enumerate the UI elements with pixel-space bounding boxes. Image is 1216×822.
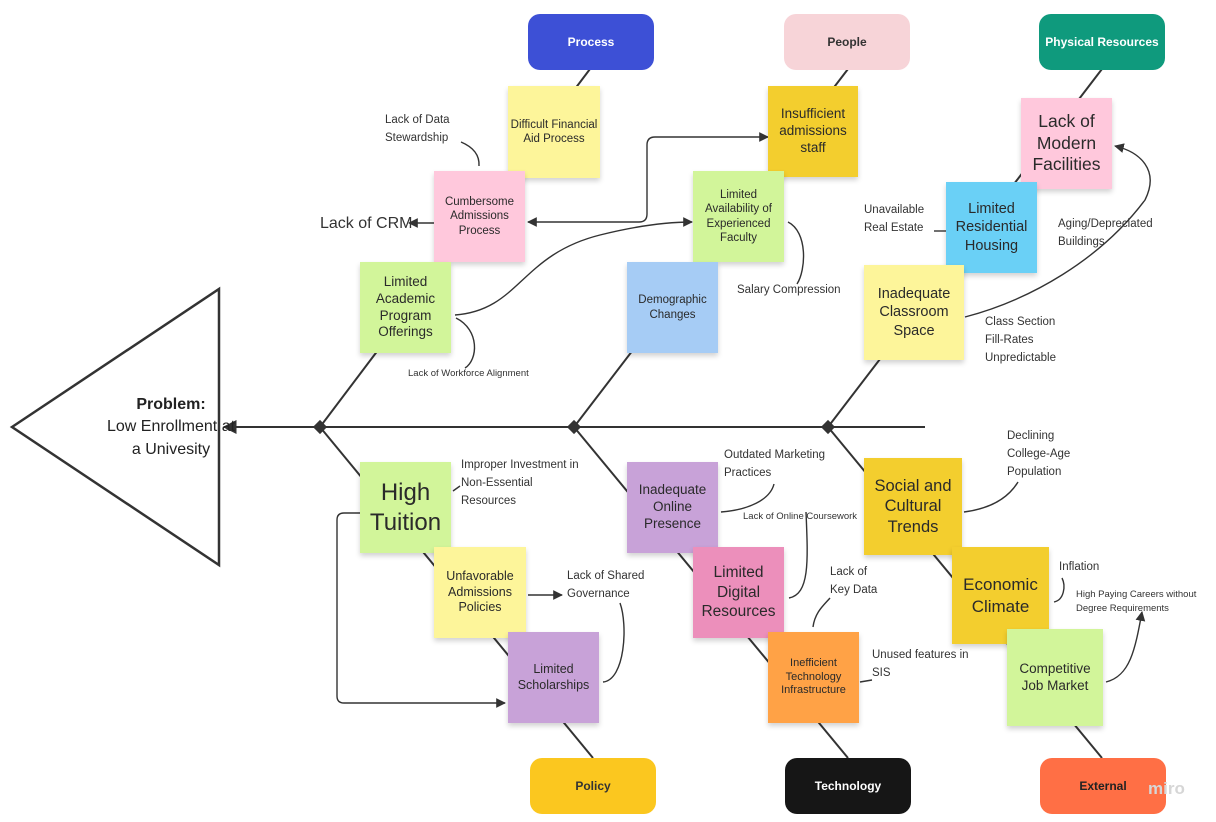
label-high-paying-careers: High Paying Careers without Degree Requi… [1076, 589, 1197, 614]
joint-diamond [820, 419, 836, 435]
connector-workforce [455, 317, 476, 369]
label-lack-crm: Lack of CRM [320, 215, 413, 232]
connector-salary [787, 221, 805, 285]
label-lack-online-coursework: Lack of Online Coursework [743, 511, 858, 522]
label-lack-workforce-alignment: Lack of Workforce Alignment [408, 368, 529, 379]
label-lack-data-stewardship: Lack of Data Stewardship [385, 114, 450, 144]
category-technology[interactable]: Technology [785, 758, 911, 814]
label-inflation: Inflation [1059, 561, 1100, 573]
sticky-high-tuition[interactable]: High Tuition [360, 462, 451, 553]
category-people[interactable]: People [784, 14, 910, 70]
sticky-inadequate-classroom-space[interactable]: Inadequate Classroom Space [864, 265, 964, 360]
connector-scholarships-gov [602, 602, 625, 683]
connector-aging [964, 143, 1151, 318]
problem-line-1: Low Enrollment at [106, 418, 236, 436]
label-unavailable-real-estate: Unavailable Real Estate [864, 204, 925, 234]
sticky-economic-climate[interactable]: Economic Climate [952, 547, 1049, 644]
label-outdated-marketing: Outdated Marketing Practices [724, 449, 826, 479]
connector-investment [452, 485, 461, 492]
connector-key-data [812, 597, 831, 628]
sticky-difficult-financial-aid[interactable]: Difficult Financial Aid Process [508, 86, 600, 178]
connector-programs-faculty [454, 217, 693, 316]
sticky-insufficient-admissions-staff[interactable]: Insufficient admissions staff [768, 86, 858, 177]
label-lack-shared-governance: Lack of Shared Governance [567, 570, 645, 600]
connector-population [963, 481, 1019, 513]
problem-heading: Problem: [136, 396, 206, 413]
connector-careers [1105, 611, 1146, 683]
sticky-demographic-changes[interactable]: Demographic Changes [627, 262, 718, 353]
connector-inflation [1053, 577, 1065, 603]
category-policy[interactable]: Policy [530, 758, 656, 814]
category-process[interactable]: Process [528, 14, 654, 70]
label-unused-features-sis: Unused features in SIS [872, 649, 969, 679]
joint-diamond [312, 419, 328, 435]
label-class-section-fill-rates: Class Section Fill-Rates Unpredictable [985, 316, 1056, 364]
category-physical-resources[interactable]: Physical Resources [1039, 14, 1165, 70]
sticky-limited-academic-programs[interactable]: Limited Academic Program Offerings [360, 262, 451, 353]
sticky-social-cultural-trends[interactable]: Social and Cultural Trends [864, 458, 962, 555]
sticky-lack-modern-facilities[interactable]: Lack of Modern Facilities [1021, 98, 1112, 189]
sticky-limited-scholarships[interactable]: Limited Scholarships [508, 632, 599, 723]
problem-statement: Problem: Low Enrollment at a Univesity [60, 394, 282, 461]
label-lack-key-data: Lack of Key Data [830, 566, 878, 596]
connector-tuition-scholarships [336, 512, 506, 708]
sticky-unfavorable-admissions-policies[interactable]: Unfavorable Admissions Policies [434, 547, 526, 638]
sticky-cumbersome-admissions[interactable]: Cumbersome Admissions Process [434, 171, 525, 262]
connector-unused [859, 679, 873, 683]
connector-online-coursework [788, 511, 808, 599]
label-aging-buildings: Aging/Depreciated Buildings [1058, 218, 1153, 248]
sticky-inefficient-technology[interactable]: Inefficient Technology Infrastructure [768, 632, 859, 723]
sticky-competitive-job-market[interactable]: Competitive Job Market [1007, 629, 1103, 726]
sticky-limited-digital-resources[interactable]: Limited Digital Resources [693, 547, 784, 638]
connector-stewardship [460, 141, 480, 167]
problem-line-2: a Univesity [131, 440, 211, 458]
label-declining-population: Declining College-Age Population [1007, 430, 1071, 478]
connector-staff-admissions [527, 132, 769, 227]
label-improper-investment: Improper Investment in Non-Essential Res… [461, 459, 579, 507]
sticky-limited-residential-housing[interactable]: Limited Residential Housing [946, 182, 1037, 273]
label-salary-compression: Salary Compression [737, 284, 841, 296]
connector-marketing [720, 483, 775, 513]
problem-head-shape [9, 286, 221, 568]
sticky-inadequate-online-presence[interactable]: Inadequate Online Presence [627, 462, 718, 553]
miro-watermark: miro [1148, 779, 1185, 798]
joint-diamond [566, 419, 582, 435]
category-external[interactable]: External [1040, 758, 1166, 814]
sticky-limited-experienced-faculty[interactable]: Limited Availability of Experienced Facu… [693, 171, 784, 262]
